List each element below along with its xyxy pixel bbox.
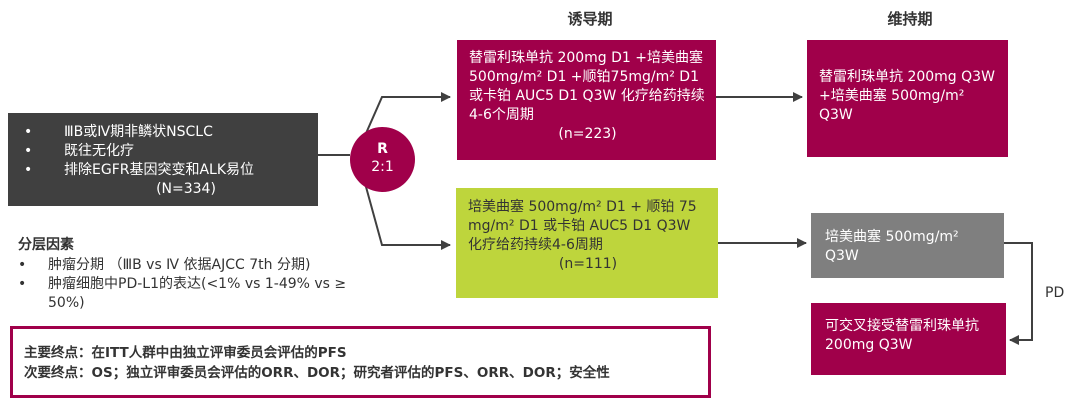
arm1-maintenance-text: 替雷利珠单抗 200mg Q3W +培美曲塞 500mg/m² Q3W xyxy=(819,69,995,123)
stratification-item: 肿瘤细胞中PD-L1的表达(<1% vs 1-49% vs ≥ 50%) xyxy=(18,275,348,313)
eligibility-n: (N=334) xyxy=(156,181,216,197)
arm1-induction-text: 替雷利珠单抗 200mg D1 +培美曲塞 500mg/m² D1 +顺铂75m… xyxy=(469,50,705,123)
endpoints-box: 主要终点：在ITT人群中由独立评审委员会评估的PFS 次要终点：OS；独立评审委… xyxy=(10,326,711,398)
connector-pd-to-crossover xyxy=(1004,242,1033,345)
eligibility-item: ⅢB或Ⅳ期非鳞状NSCLC xyxy=(24,123,308,142)
secondary-endpoint: 次要终点：OS；独立评审委员会评估的ORR、DOR；研究者评估的PFS、ORR、… xyxy=(24,365,610,381)
phase-maintenance-label: 维持期 xyxy=(887,10,933,28)
phase-induction-label: 诱导期 xyxy=(567,10,613,28)
stratification-item: 肿瘤分期 （ⅢB vs Ⅳ 依据AJCC 7th 分期) xyxy=(18,256,348,275)
crossover-box: 可交叉接受替雷利珠单抗 200mg Q3W xyxy=(811,303,1006,375)
arm2-induction-text: 培美曲塞 500mg/m² D1 + 顺铂 75 mg/m² D1 或卡铂 AU… xyxy=(468,199,697,253)
stratification-title: 分层因素 xyxy=(18,237,74,253)
randomization-ratio: 2:1 xyxy=(371,159,394,175)
connector-r-to-arm2 xyxy=(359,164,451,250)
stratification-block: 分层因素 肿瘤分期 （ⅢB vs Ⅳ 依据AJCC 7th 分期) 肿瘤细胞中P… xyxy=(18,234,348,313)
arm2-maintenance-box: 培美曲塞 500mg/m² Q3W xyxy=(811,213,1004,278)
primary-endpoint: 主要终点：在ITT人群中由独立评审委员会评估的PFS xyxy=(24,345,347,361)
randomization-label: R xyxy=(377,141,388,157)
arm1-induction-box: 替雷利珠单抗 200mg D1 +培美曲塞 500mg/m² D1 +顺铂75m… xyxy=(457,40,716,160)
arm2-maintenance-text: 培美曲塞 500mg/m² Q3W xyxy=(825,229,959,264)
pd-label: PD xyxy=(1045,285,1065,301)
arm1-maintenance-box: 替雷利珠单抗 200mg Q3W +培美曲塞 500mg/m² Q3W xyxy=(807,40,1008,157)
arm2-induction-box: 培美曲塞 500mg/m² D1 + 顺铂 75 mg/m² D1 或卡铂 AU… xyxy=(456,188,718,298)
eligibility-item: 排除EGFR基因突变和ALK易位 xyxy=(24,161,308,180)
randomization-circle: R 2:1 xyxy=(350,127,415,192)
arm1-n: (n=223) xyxy=(558,126,617,142)
eligibility-box: ⅢB或Ⅳ期非鳞状NSCLC 既往无化疗 排除EGFR基因突变和ALK易位 (N=… xyxy=(8,113,318,206)
crossover-text: 可交叉接受替雷利珠单抗 200mg Q3W xyxy=(825,318,979,353)
eligibility-item: 既往无化疗 xyxy=(24,142,308,161)
arm2-n: (n=111) xyxy=(558,256,618,272)
